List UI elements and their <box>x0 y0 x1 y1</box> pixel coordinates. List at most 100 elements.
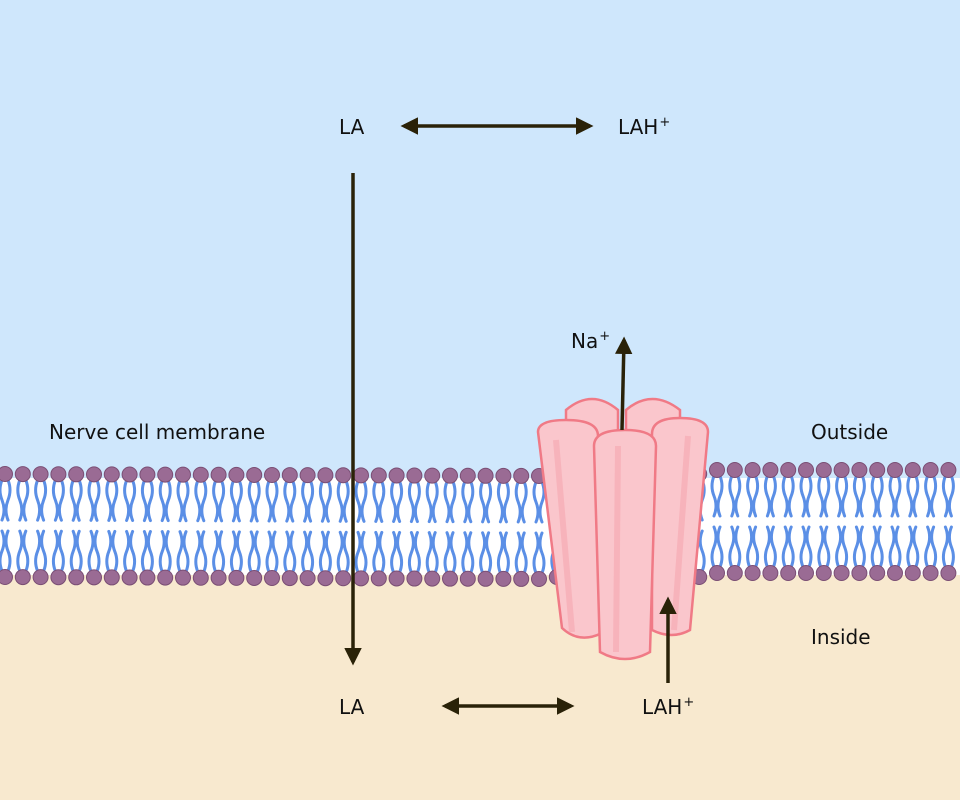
lipid-tail-pair <box>69 478 83 573</box>
channel-subunit-left <box>536 418 606 639</box>
lipid-head-inner <box>780 565 797 581</box>
lipid-head-inner <box>406 570 423 587</box>
lipid-tail-pair <box>140 479 154 574</box>
lipid-tail-pair <box>532 480 546 575</box>
lipid-head-outer <box>726 462 743 478</box>
lipid-tail-pair <box>924 474 938 569</box>
lipid-head-inner <box>210 569 227 586</box>
lipid-head-inner <box>388 570 405 587</box>
lipid-head-inner <box>335 570 352 587</box>
lipid-head-outer <box>68 466 85 483</box>
lipid-head-inner <box>175 569 191 586</box>
lipid-head-inner <box>459 570 476 587</box>
lipid-head-outer <box>335 467 352 484</box>
lipid-head-inner <box>477 570 494 587</box>
lipid-head-outer <box>815 462 832 478</box>
lipid-head-inner <box>370 570 387 587</box>
label-la-outside: LA <box>339 115 365 139</box>
lipid-head-outer <box>50 466 67 483</box>
lipid-tail-pair <box>336 479 350 574</box>
lipid-tail-pair <box>870 474 884 569</box>
channel-subunit-front <box>592 428 658 661</box>
lipid-tail-pair <box>906 474 920 569</box>
channel-highlight-left <box>553 439 575 633</box>
lipid-tail-pair <box>941 474 955 569</box>
lipid-head-inner <box>762 565 779 581</box>
lipid-head-outer <box>940 462 957 478</box>
lipid-head-outer <box>887 462 903 478</box>
lipid-tail-pair <box>0 478 12 573</box>
label-sodium: Na+ <box>571 329 611 353</box>
lipid-tail-pair <box>212 479 226 574</box>
lipid-tail-pair <box>514 480 528 575</box>
lipid-tail-pair <box>247 479 261 574</box>
lipid-head-inner <box>353 570 369 587</box>
lipid-tail-pair <box>781 474 795 569</box>
lipid-head-outer <box>175 466 191 483</box>
lipid-tail-pair <box>461 480 475 575</box>
lipid-head-inner <box>851 565 868 581</box>
lipid-head-outer <box>353 467 369 484</box>
lipid-head-outer <box>851 462 868 478</box>
lipid-head-inner <box>86 569 102 586</box>
lipid-head-outer <box>709 462 725 478</box>
lipid-head-inner <box>798 565 814 581</box>
lipid-head-inner <box>50 569 67 586</box>
lipid-head-inner <box>495 570 512 587</box>
lipid-head-inner <box>709 565 725 581</box>
lipid-head-outer <box>833 462 850 478</box>
lipid-head-outer <box>264 467 280 484</box>
lipid-tail-pair <box>710 474 724 569</box>
lipid-head-inner <box>121 569 138 586</box>
outside-region <box>0 0 960 478</box>
lipid-tail-pair <box>763 474 777 569</box>
lipid-head-inner <box>531 570 547 587</box>
lipid-head-outer <box>370 467 387 484</box>
lipid-tail-pair <box>390 479 404 574</box>
lipid-head-outer <box>139 466 156 483</box>
lipid-head-inner <box>887 565 903 581</box>
label-membrane: Nerve cell membrane <box>49 420 266 444</box>
lipid-head-outer <box>424 467 441 484</box>
lipid-head-outer <box>121 466 138 483</box>
lipid-head-outer <box>103 466 120 483</box>
lipid-head-outer <box>388 467 405 484</box>
lipid-head-outer <box>904 462 921 478</box>
lipid-head-inner <box>904 565 921 581</box>
lipid-head-outer <box>246 466 263 483</box>
lipid-head-inner <box>228 569 245 586</box>
lipid-tail-pair <box>888 474 902 569</box>
lipid-head-inner <box>32 569 49 586</box>
lipid-head-inner <box>869 565 886 581</box>
lipid-head-inner <box>940 565 957 581</box>
lipid-tail-pair <box>746 474 760 569</box>
lipid-head-outer <box>922 462 939 478</box>
lipid-tail-pair <box>835 474 849 569</box>
lipid-tail-pair <box>852 474 866 569</box>
inside-region <box>0 575 960 800</box>
lipid-tail-pair <box>105 478 119 573</box>
lipid-head-outer <box>86 466 102 483</box>
lipid-head-outer <box>744 462 761 478</box>
lipid-tail-pair <box>479 480 493 575</box>
label-la-inside: LA <box>339 695 365 719</box>
lipid-head-inner <box>442 570 458 587</box>
lipid-head-outer <box>228 466 245 483</box>
lipid-tail-pair <box>318 479 332 574</box>
lipid-head-outer <box>157 466 174 483</box>
lipid-head-inner <box>424 570 441 587</box>
lipid-head-outer <box>14 466 31 483</box>
lipid-head-inner <box>726 565 743 581</box>
sodium-channel <box>536 397 710 661</box>
lipid-head-inner <box>513 570 530 587</box>
label-lah-outside: LAH+ <box>618 115 671 139</box>
lipid-head-outer <box>281 467 298 484</box>
label-outside: Outside <box>811 420 889 444</box>
lipid-tail-pair <box>728 474 742 569</box>
lipid-head-outer <box>869 462 886 478</box>
lipid-head-inner <box>68 569 85 586</box>
lipid-tail-pair <box>496 480 510 575</box>
lipid-head-inner <box>815 565 832 581</box>
lipid-tail-pair <box>283 479 297 574</box>
